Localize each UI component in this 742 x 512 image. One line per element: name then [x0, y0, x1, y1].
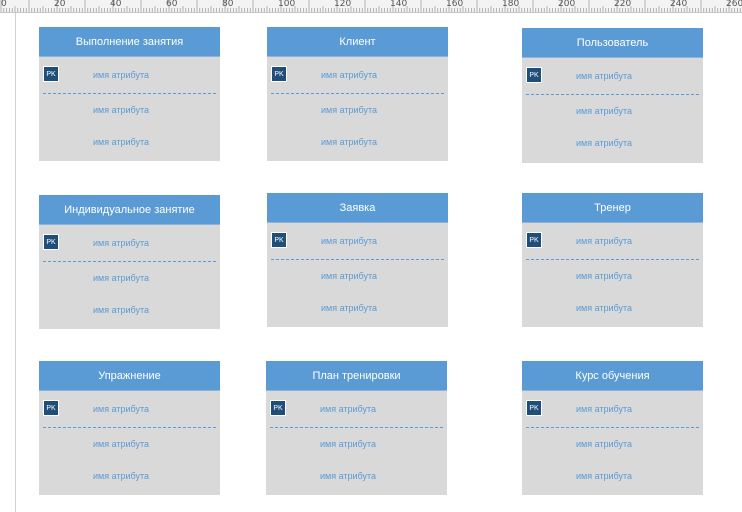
entity-title[interactable]: Пользователь: [522, 28, 703, 58]
attribute-name[interactable]: имя атрибута: [576, 271, 633, 281]
attribute-name[interactable]: имя атрибута: [93, 70, 150, 80]
attribute-name[interactable]: имя атрибута: [321, 70, 378, 80]
primary-key-badge: PK: [271, 232, 287, 248]
pk-attribute-row[interactable]: PK имя атрибута: [43, 225, 216, 262]
attribute-row[interactable]: имя атрибута: [39, 262, 220, 294]
primary-key-badge: PK: [43, 66, 59, 82]
entity-title[interactable]: Индивидуальное занятие: [39, 195, 220, 225]
attribute-name[interactable]: имя атрибута: [93, 105, 150, 115]
entity-table[interactable]: План тренировки PK имя атрибута имя атри…: [266, 361, 447, 495]
ruler-label: 260: [726, 0, 742, 9]
attribute-name[interactable]: имя атрибута: [321, 105, 378, 115]
ruler-label: 240: [670, 0, 688, 9]
attribute-name[interactable]: имя атрибута: [93, 273, 150, 283]
attribute-name[interactable]: имя атрибута: [321, 236, 378, 246]
attribute-row[interactable]: имя атрибута: [522, 127, 703, 159]
attribute-row[interactable]: имя атрибута: [522, 95, 703, 127]
attribute-name[interactable]: имя атрибута: [93, 471, 150, 481]
ruler-label: 0: [1, 0, 7, 9]
entity-table[interactable]: Индивидуальное занятие PK имя атрибута и…: [39, 195, 220, 329]
ruler-label: 20: [54, 0, 66, 9]
attribute-row[interactable]: имя атрибута: [522, 292, 703, 324]
attribute-row[interactable]: имя атрибута: [522, 428, 703, 460]
ruler-label: 200: [558, 0, 576, 9]
attribute-row[interactable]: имя атрибута: [267, 292, 448, 324]
primary-key-badge: PK: [526, 400, 542, 416]
attribute-name[interactable]: имя атрибута: [93, 137, 150, 147]
primary-key-badge: PK: [271, 66, 287, 82]
attribute-row[interactable]: имя атрибута: [39, 294, 220, 326]
ruler-label: 60: [166, 0, 178, 9]
attribute-name[interactable]: имя атрибута: [93, 305, 150, 315]
entity-table[interactable]: Курс обучения PK имя атрибута имя атрибу…: [522, 361, 703, 495]
attribute-name[interactable]: имя атрибута: [576, 71, 633, 81]
attribute-name[interactable]: имя атрибута: [93, 439, 150, 449]
pk-attribute-row[interactable]: PK имя атрибута: [43, 391, 216, 428]
page-margin-line: [15, 13, 16, 512]
attribute-name[interactable]: имя атрибута: [576, 404, 633, 414]
attribute-row[interactable]: имя атрибута: [522, 260, 703, 292]
attribute-name[interactable]: имя атрибута: [93, 238, 150, 248]
pk-attribute-row[interactable]: PK имя атрибута: [526, 223, 699, 260]
attribute-row[interactable]: имя атрибута: [522, 460, 703, 492]
attribute-name[interactable]: имя атрибута: [321, 271, 378, 281]
attribute-name[interactable]: имя атрибута: [321, 303, 378, 313]
attribute-row[interactable]: имя атрибута: [39, 126, 220, 158]
pk-attribute-row[interactable]: PK имя атрибута: [271, 223, 444, 260]
entity-table[interactable]: Пользователь PK имя атрибута имя атрибут…: [522, 28, 703, 163]
attribute-row[interactable]: имя атрибута: [266, 460, 447, 492]
attribute-name[interactable]: имя атрибута: [320, 471, 377, 481]
attribute-row[interactable]: имя атрибута: [39, 94, 220, 126]
attribute-row[interactable]: имя атрибута: [39, 428, 220, 460]
attribute-name[interactable]: имя атрибута: [576, 138, 633, 148]
entity-table[interactable]: Выполнение занятия PK имя атрибута имя а…: [39, 27, 220, 161]
attribute-name[interactable]: имя атрибута: [93, 404, 150, 414]
entity-title[interactable]: Заявка: [267, 193, 448, 223]
entity-title[interactable]: Выполнение занятия: [39, 27, 220, 57]
ruler-ticks: [0, 0, 741, 12]
attribute-name[interactable]: имя атрибута: [320, 404, 377, 414]
ruler-label: 120: [334, 0, 352, 9]
attribute-name[interactable]: имя атрибута: [576, 303, 633, 313]
entity-title[interactable]: Клиент: [267, 27, 448, 57]
ruler-label: 180: [502, 0, 520, 9]
attribute-row[interactable]: имя атрибута: [267, 94, 448, 126]
attribute-row[interactable]: имя атрибута: [39, 460, 220, 492]
pk-attribute-row[interactable]: PK имя атрибута: [526, 58, 699, 95]
primary-key-badge: PK: [270, 400, 286, 416]
attribute-name[interactable]: имя атрибута: [576, 439, 633, 449]
ruler-label: 140: [390, 0, 408, 9]
attribute-name[interactable]: имя атрибута: [321, 137, 378, 147]
ruler-label: 160: [446, 0, 464, 9]
pk-attribute-row[interactable]: PK имя атрибута: [270, 391, 443, 428]
attribute-name[interactable]: имя атрибута: [320, 439, 377, 449]
primary-key-badge: PK: [526, 232, 542, 248]
pk-attribute-row[interactable]: PK имя атрибута: [526, 391, 699, 428]
attribute-row[interactable]: имя атрибута: [267, 260, 448, 292]
pk-attribute-row[interactable]: PK имя атрибута: [271, 57, 444, 94]
attribute-name[interactable]: имя атрибута: [576, 471, 633, 481]
primary-key-badge: PK: [43, 234, 59, 250]
ruler-label: 100: [278, 0, 296, 9]
entity-title[interactable]: Тренер: [522, 193, 703, 223]
attribute-row[interactable]: имя атрибута: [266, 428, 447, 460]
ruler-label: 40: [110, 0, 122, 9]
attribute-row[interactable]: имя атрибута: [267, 126, 448, 158]
entity-table[interactable]: Клиент PK имя атрибута имя атрибута имя …: [267, 27, 448, 161]
attribute-name[interactable]: имя атрибута: [576, 236, 633, 246]
entity-table[interactable]: Заявка PK имя атрибута имя атрибута имя …: [267, 193, 448, 327]
entity-table[interactable]: Тренер PK имя атрибута имя атрибута имя …: [522, 193, 703, 327]
entity-title[interactable]: Упражнение: [39, 361, 220, 391]
ruler-label: 80: [222, 0, 234, 9]
pk-attribute-row[interactable]: PK имя атрибута: [43, 57, 216, 94]
entity-title[interactable]: План тренировки: [266, 361, 447, 391]
diagram-canvas[interactable]: Выполнение занятия PK имя атрибута имя а…: [0, 13, 742, 512]
primary-key-badge: PK: [526, 67, 542, 83]
horizontal-ruler: 0 20 40 60 80 100 120 140 160 180 200 22…: [0, 0, 742, 13]
attribute-name[interactable]: имя атрибута: [576, 106, 633, 116]
ruler-label: 220: [614, 0, 632, 9]
primary-key-badge: PK: [43, 400, 59, 416]
entity-table[interactable]: Упражнение PK имя атрибута имя атрибута …: [39, 361, 220, 495]
entity-title[interactable]: Курс обучения: [522, 361, 703, 391]
